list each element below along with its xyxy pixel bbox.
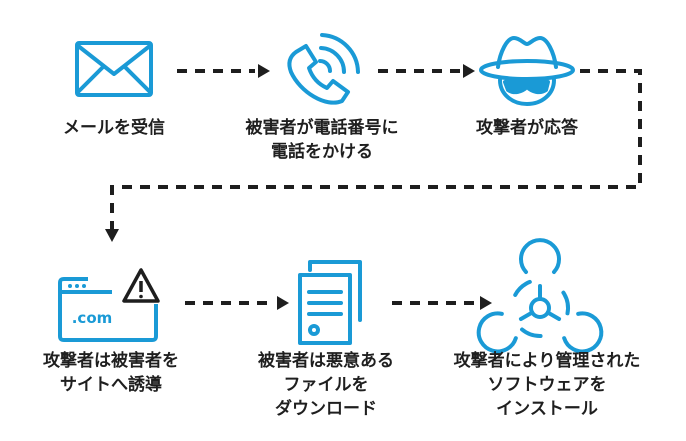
browser-warning-icon: .com bbox=[58, 268, 160, 342]
step-4-line-1: 攻撃者は被害者を bbox=[43, 351, 179, 371]
document-icon bbox=[298, 260, 362, 345]
arrow-1-2-head bbox=[258, 64, 270, 78]
arrow-4-5-head bbox=[277, 296, 289, 310]
step-2-line-2: 電話をかける bbox=[271, 142, 373, 162]
step-6-line-1: 攻撃者により管理された bbox=[453, 351, 641, 371]
step-2-line-1: 被害者が電話番号に bbox=[245, 118, 399, 138]
step-6-line-2: ソフトウェアを bbox=[487, 375, 607, 395]
step-2-label: 被害者が電話番号に 電話をかける bbox=[222, 116, 422, 164]
biohazard-icon bbox=[469, 238, 611, 361]
step-5-label: 被害者は悪意ある ファイルを ダウンロード bbox=[226, 349, 426, 421]
arrow-5-6-head bbox=[480, 296, 492, 310]
arrow-3-4-head bbox=[105, 229, 119, 242]
step-4-line-2: サイトへ誘導 bbox=[60, 375, 162, 395]
step-1-label: メールを受信 bbox=[14, 116, 214, 140]
step-1-line-1: メールを受信 bbox=[63, 118, 165, 138]
step-3-label: 攻撃者が応答 bbox=[427, 116, 627, 140]
dotcom-text: .com bbox=[72, 309, 113, 327]
step-6-label: 攻撃者により管理された ソフトウェアを インストール bbox=[432, 349, 662, 421]
step-5-line-1: 被害者は悪意ある bbox=[258, 351, 394, 371]
step-5-line-3: ダウンロード bbox=[275, 399, 377, 419]
spy-attacker-icon bbox=[479, 36, 575, 106]
arrow-2-3-head bbox=[463, 64, 475, 78]
step-5-line-2: ファイルを bbox=[283, 375, 369, 395]
phone-call-icon bbox=[287, 33, 360, 105]
step-6-line-3: インストール bbox=[496, 399, 598, 419]
warning-triangle-icon bbox=[122, 268, 160, 303]
step-4-label: 攻撃者は被害者を サイトへ誘導 bbox=[6, 349, 216, 397]
envelope-icon bbox=[75, 41, 153, 97]
step-3-line-1: 攻撃者が応答 bbox=[476, 118, 578, 138]
connector-3-4-line bbox=[110, 69, 642, 230]
